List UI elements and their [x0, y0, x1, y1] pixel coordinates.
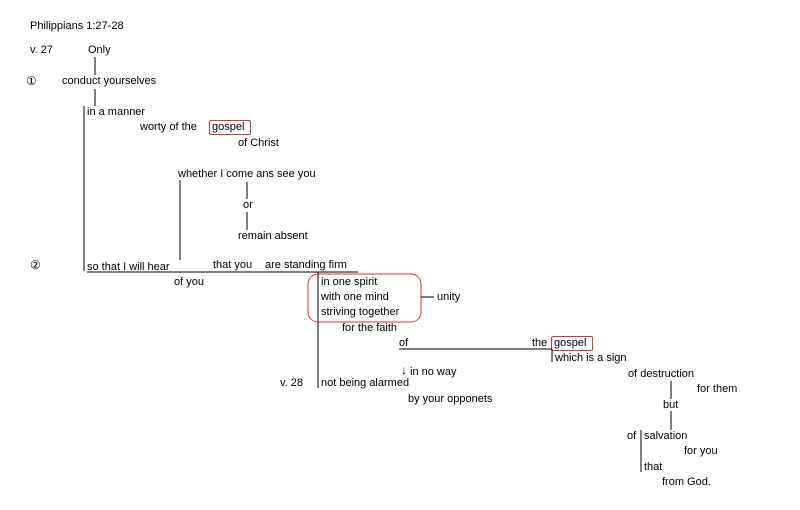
word-salvation: salvation	[644, 430, 688, 442]
word-but: but	[663, 399, 679, 411]
word-unity: unity	[437, 291, 461, 303]
word-gospel-2: gospel	[554, 337, 587, 349]
word-gospel: gospel	[212, 121, 245, 133]
word-with-one-mind: with one mind	[321, 291, 389, 303]
word-of-christ: of Christ	[238, 137, 279, 149]
word-are-standing-firm: are standing firm	[265, 259, 347, 271]
word-only: Only	[88, 44, 111, 56]
gospel-highlight-box	[209, 120, 251, 135]
word-conduct-yourselves: conduct yourselves	[62, 75, 157, 87]
word-worty-of-the: worty of the	[140, 121, 197, 133]
word-that-you: that you	[213, 259, 253, 271]
word-so-that: so that I will hear	[87, 261, 170, 273]
word-for-them: for them	[697, 383, 738, 395]
word-which-is-a-sign: which is a sign	[555, 352, 627, 364]
word-by-your-opponets: by your opponets	[408, 393, 493, 405]
word-from-god: from God.	[662, 476, 711, 488]
word-of: of	[399, 337, 409, 349]
word-that: that	[644, 461, 663, 473]
word-the: the	[532, 337, 548, 349]
verse-27-label: v. 27	[30, 44, 54, 56]
word-in-no-way: in no way	[410, 366, 457, 378]
word-in-one-spirit: in one spirit	[321, 276, 378, 288]
down-arrow-icon: ↓	[401, 363, 407, 377]
word-not-being-alarmed: not being alarmed	[321, 377, 410, 389]
word-striving-together: striving together	[321, 306, 400, 318]
marker-1: ①	[26, 74, 37, 88]
word-in-a-manner: in a manner	[87, 106, 146, 118]
word-of-you: of you	[174, 276, 204, 288]
marker-2: ②	[30, 258, 41, 272]
word-or: or	[243, 199, 253, 211]
word-whether: whether I come ans see you	[178, 168, 316, 180]
gospel-2-highlight-box	[551, 336, 593, 351]
word-remain-absent: remain absent	[238, 230, 308, 242]
passage-title: Philippians 1:27-28	[30, 20, 124, 32]
verse-28-label: v. 28	[280, 377, 304, 389]
word-for-the-faith: for the faith	[342, 322, 398, 334]
word-of-destruction: of destruction	[628, 368, 695, 380]
word-for-you: for you	[684, 445, 718, 457]
word-of-2: of	[627, 430, 637, 442]
